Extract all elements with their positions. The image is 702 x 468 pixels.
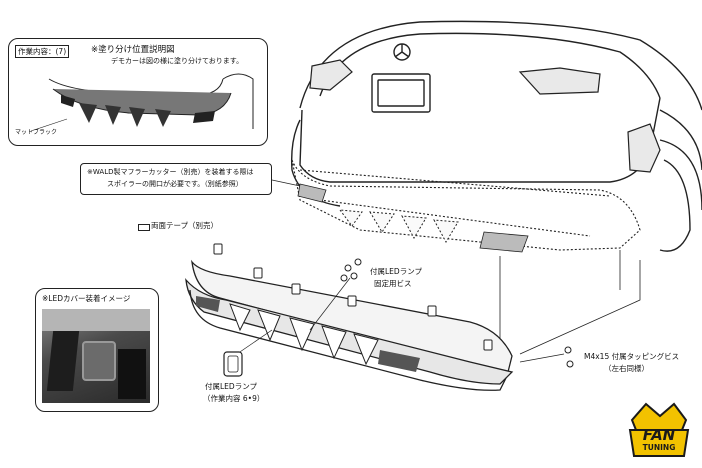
inset-bumper-drawing [30,73,254,132]
tape-blocks [213,243,493,351]
led-slot-right [378,350,420,372]
spoiler-part [185,259,514,391]
screw-cluster [340,258,362,282]
led-slot-left [196,296,220,312]
tape-icon [138,224,150,231]
fan-tuning-logo: FAN TUNING [624,400,694,462]
tape-label: 両面テープ（別売） [151,221,219,230]
tapping-screws [564,346,574,368]
led-cover-shape [82,341,116,381]
inset-paint-separation: 作業内容：(7) ※塗り分け位置説明図 デモカーは図の様に塗り分けております。 … [8,38,268,146]
inset-title: ※塗り分け位置説明図 [91,45,175,55]
exhaust-shade-left [297,183,327,203]
car-outline [290,20,702,207]
work-number-tag: 作業内容：(7) [15,45,70,58]
spoiler-fins [229,303,379,366]
inset-led-cover: ※LEDカバー装着イメージ [35,288,159,412]
tapping-label-line1: M4x15 付属タッピングビス [584,352,680,361]
wheel [659,139,702,252]
guide-lines [499,250,641,355]
dotted-diffuser-fins [338,209,459,244]
led-cover-photo [42,309,150,403]
dotted-bumper-outline [291,159,641,251]
muffler-note-line1: ※WALD製マフラーカッター（別売）を装着する際は [87,168,254,176]
logo-text-fan: FAN [642,426,676,444]
led-inset-title: ※LEDカバー装着イメージ [42,294,131,303]
tapping-label-line2: （左右同様） [604,364,649,373]
muffler-note-line2: スポイラーの開口が必要です。（別紙参照） [107,180,243,188]
exhaust-shade-right [479,231,529,253]
inset-subtitle: デモカーは図の様に塗り分けております。 [111,57,244,65]
led-lamp-part [223,351,243,377]
screws-label-line2: 固定用ビス [374,279,412,288]
led-lamp-label-line1: 付属LEDランプ [205,382,257,391]
screws-label-line1: 付属LEDランプ [370,267,422,276]
logo-badge-icon [628,402,690,457]
matte-black-label: マットブラック [15,129,58,136]
led-lamp-label-line2: （作業内容 6•9） [203,394,265,403]
muffler-note: ※WALD製マフラーカッター（別売）を装着する際は スポイラーの開口が必要です。… [80,163,272,195]
taillights [309,59,661,173]
logo-text-tuning: TUNING [642,443,676,452]
